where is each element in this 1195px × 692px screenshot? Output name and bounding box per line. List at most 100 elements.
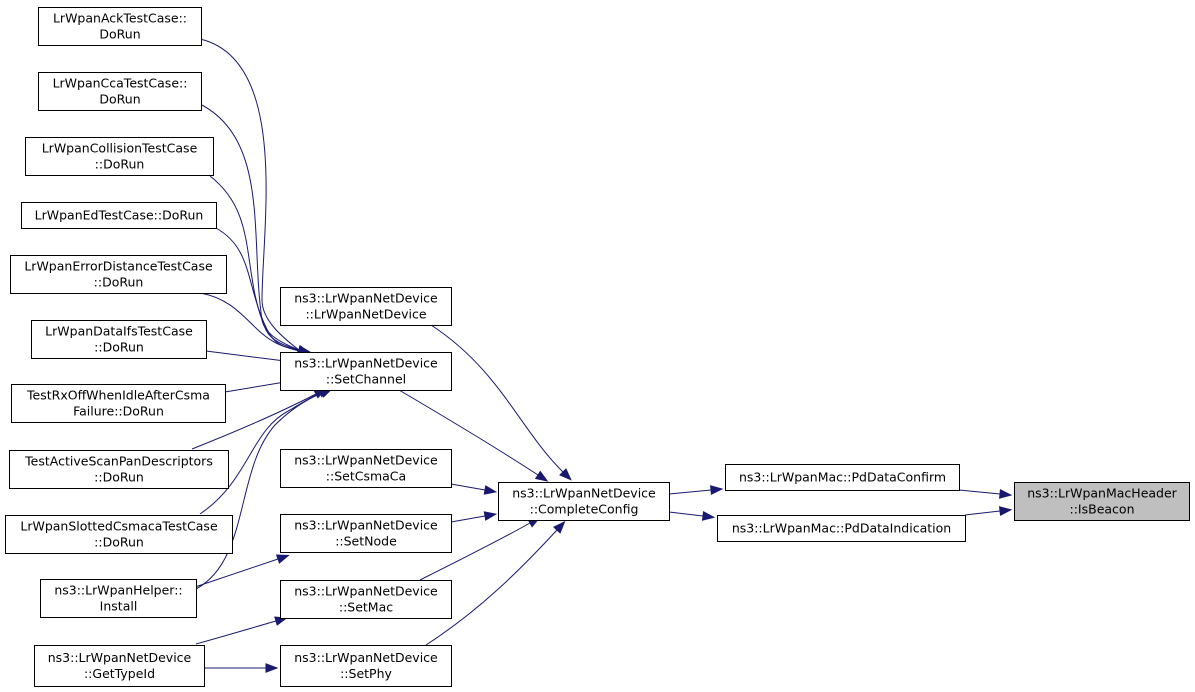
node-box xyxy=(25,137,214,176)
node-ed[interactable]: LrWpanEdTestCase::DoRun xyxy=(21,202,217,229)
node-label-line: Failure::DoRun xyxy=(73,404,164,419)
node-coll[interactable]: LrWpanCollisionTestCase::DoRun xyxy=(25,137,214,176)
node-label-line: ::IsBeacon xyxy=(1070,502,1135,517)
node-label-line: Install xyxy=(100,599,138,614)
arrowhead-icon xyxy=(483,485,498,495)
arrowhead-icon xyxy=(999,489,1013,499)
edge-setchannel-to-complete xyxy=(398,389,549,482)
node-setcsmaca[interactable]: ns3::LrWpanNetDevice::SetCsmaCa xyxy=(280,449,452,488)
node-box xyxy=(717,515,966,542)
node-cca[interactable]: LrWpanCcaTestCase::DoRun xyxy=(38,72,202,111)
node-box xyxy=(31,320,207,359)
node-label-line: ns3::LrWpanMac::PdDataConfirm xyxy=(739,470,946,485)
node-ack[interactable]: LrWpanAckTestCase::DoRun xyxy=(38,7,202,46)
edge-pdconfirm-to-isbeacon xyxy=(958,489,1013,499)
node-label-line: LrWpanCcaTestCase:: xyxy=(53,76,188,91)
node-box xyxy=(280,514,452,553)
node-label-line: LrWpanEdTestCase::DoRun xyxy=(35,208,204,223)
node-setmac[interactable]: ns3::LrWpanNetDevice::SetMac xyxy=(280,580,452,619)
node-label-line: ::LrWpanNetDevice xyxy=(305,307,426,322)
edge-ctor-to-complete xyxy=(430,324,572,481)
node-label-line: ns3::LrWpanNetDevice xyxy=(294,584,438,599)
node-label-line: ns3::LrWpanHelper:: xyxy=(54,583,182,598)
node-box xyxy=(280,645,452,687)
node-errdist[interactable]: LrWpanErrorDistanceTestCase::DoRun xyxy=(10,255,227,294)
node-label-line: ns3::LrWpanNetDevice xyxy=(294,518,438,533)
node-label-line: ::GetTypeId xyxy=(84,666,155,681)
node-box xyxy=(280,580,452,619)
node-label-line: DoRun xyxy=(99,27,140,42)
node-helper[interactable]: ns3::LrWpanHelper::Install xyxy=(40,579,197,618)
arrowhead-icon xyxy=(265,663,279,673)
node-label-line: ::SetChannel xyxy=(326,372,406,387)
node-box xyxy=(38,72,202,111)
edge-complete-to-pdind xyxy=(668,511,716,521)
node-label-line: ns3::LrWpanNetDevice xyxy=(294,291,438,306)
edge-gettypeid-to-setphy xyxy=(204,663,279,673)
edge-setphy-to-complete xyxy=(425,520,566,646)
node-label-line: ns3::LrWpanMacHeader xyxy=(1027,486,1177,501)
node-setchannel[interactable]: ns3::LrWpanNetDevice::SetChannel xyxy=(280,352,452,391)
node-label-line: ::SetNode xyxy=(335,534,397,549)
arrowhead-icon xyxy=(998,506,1013,516)
node-label-line: LrWpanDataIfsTestCase xyxy=(45,324,193,339)
node-isbeacon[interactable]: ns3::LrWpanMacHeader::IsBeacon xyxy=(1014,482,1190,521)
arrowhead-icon xyxy=(701,511,716,521)
node-box xyxy=(280,287,452,326)
node-activescan[interactable]: TestActiveScanPanDescriptors::DoRun xyxy=(9,450,229,489)
node-label-line: DoRun xyxy=(99,92,140,107)
node-box xyxy=(725,464,960,491)
node-box xyxy=(1014,482,1190,521)
node-label-line: LrWpanSlottedCsmacaTestCase xyxy=(20,519,218,534)
node-box xyxy=(38,7,202,46)
node-box xyxy=(280,352,452,391)
node-box xyxy=(21,202,217,229)
node-label-line: LrWpanErrorDistanceTestCase xyxy=(24,259,213,274)
node-label-line: TestRxOffWhenIdleAfterCsma xyxy=(26,388,210,403)
arrowhead-icon xyxy=(483,511,498,521)
node-setphy[interactable]: ns3::LrWpanNetDevice::SetPhy xyxy=(280,645,452,687)
node-box xyxy=(9,450,229,489)
edge-pdind-to-isbeacon xyxy=(964,506,1013,516)
node-setnode[interactable]: ns3::LrWpanNetDevice::SetNode xyxy=(280,514,452,553)
node-label-line: LrWpanCollisionTestCase xyxy=(42,141,198,156)
node-label-line: ns3::LrWpanNetDevice xyxy=(294,650,438,665)
node-label-line: ::SetMac xyxy=(339,600,393,615)
node-label-line: LrWpanAckTestCase:: xyxy=(53,11,187,26)
node-pdconfirm[interactable]: ns3::LrWpanMac::PdDataConfirm xyxy=(725,464,960,491)
node-label-line: ns3::LrWpanNetDevice xyxy=(294,356,438,371)
edge-setcsmaca-to-complete xyxy=(450,483,498,495)
node-box xyxy=(40,579,197,618)
node-box xyxy=(34,645,205,687)
node-label-line: TestActiveScanPanDescriptors xyxy=(24,454,213,469)
node-label-line: ns3::LrWpanNetDevice xyxy=(48,650,192,665)
arrowhead-icon xyxy=(275,554,290,564)
edge-complete-to-pdconfirm xyxy=(668,485,724,495)
node-complete[interactable]: ns3::LrWpanNetDevice::CompleteConfig xyxy=(498,482,670,521)
node-slotted[interactable]: LrWpanSlottedCsmacaTestCase::DoRun xyxy=(5,515,233,554)
node-label-line: ns3::LrWpanMac::PdDataIndication xyxy=(732,521,951,536)
node-label-line: ::DoRun xyxy=(94,275,144,290)
node-ifs[interactable]: LrWpanDataIfsTestCase::DoRun xyxy=(31,320,207,359)
edge-setnode-to-complete xyxy=(450,511,498,523)
node-label-line: ::DoRun xyxy=(95,157,145,172)
node-label-line: ::DoRun xyxy=(94,535,144,550)
node-pdind[interactable]: ns3::LrWpanMac::PdDataIndication xyxy=(717,515,966,542)
arrowhead-icon xyxy=(710,485,724,495)
node-label-line: ::DoRun xyxy=(94,470,144,485)
node-box xyxy=(280,449,452,488)
node-box xyxy=(11,384,226,423)
arrowhead-icon xyxy=(553,520,566,534)
node-label-line: ::SetCsmaCa xyxy=(326,469,406,484)
node-box xyxy=(10,255,227,294)
node-ctor[interactable]: ns3::LrWpanNetDevice::LrWpanNetDevice xyxy=(280,287,452,326)
arrowhead-icon xyxy=(534,470,549,482)
node-box xyxy=(5,515,233,554)
call-nodes: LrWpanAckTestCase::DoRunLrWpanCcaTestCas… xyxy=(5,7,1190,687)
node-label-line: ::CompleteConfig xyxy=(530,502,639,517)
node-label-line: ns3::LrWpanNetDevice xyxy=(512,486,656,501)
node-gettypeid[interactable]: ns3::LrWpanNetDevice::GetTypeId xyxy=(34,645,205,687)
node-box xyxy=(498,482,670,521)
